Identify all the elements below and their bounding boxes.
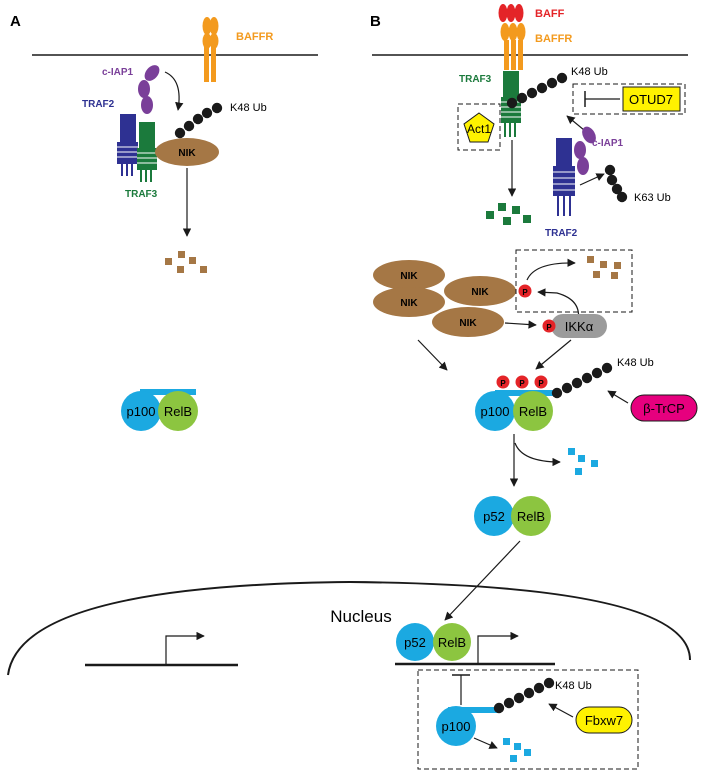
k48-ub-chain-b2	[551, 362, 613, 399]
nucleus-envelope	[7, 580, 691, 676]
nik-to-ikka-arrow	[504, 320, 537, 329]
k63-ub-chain	[604, 164, 628, 203]
traf2-label-b: TRAF2	[545, 228, 578, 239]
ikka-phospho-circle	[542, 319, 556, 333]
p100-nucleus	[436, 706, 498, 746]
k48-ub-label-b1: K48 Ub	[571, 66, 608, 78]
nik-phospho-label: P	[522, 288, 528, 297]
nik-a	[155, 138, 219, 166]
nik-degradation-fragments-a	[165, 251, 207, 273]
k48-ub-label-b2: K48 Ub	[617, 357, 654, 369]
p100-phospho-label-3: P	[538, 379, 544, 388]
nik-label-a: NIK	[178, 148, 196, 159]
traf3-label-b: TRAF3	[459, 74, 492, 85]
ciap1-b	[574, 126, 596, 175]
act1-pentagon	[463, 112, 495, 143]
p52-relb-complex-b	[474, 496, 551, 536]
ikka-to-p100-arrow	[535, 339, 572, 370]
nuclear-p100-dashed-box	[417, 669, 639, 770]
k48-ub-chain-b3	[493, 677, 555, 714]
fbxw7-box	[575, 706, 633, 734]
p100-relb-complex-a	[121, 389, 198, 431]
nuclear-translocation-arrow	[444, 540, 521, 621]
traf3-a	[137, 122, 157, 182]
traf2-label-a: TRAF2	[82, 99, 115, 110]
k48-ub-chain-a	[174, 102, 223, 139]
nik-degradation-dashed-box	[515, 249, 633, 313]
p100-relb-complex-b	[475, 390, 557, 431]
nik-cluster	[373, 260, 516, 337]
p100-label-b: p100	[481, 404, 510, 419]
traf2-b	[553, 138, 575, 216]
nik-phospho-circle	[518, 284, 532, 298]
ciap1-label-b: c-IAP1	[592, 138, 624, 149]
traf3-label-a: TRAF3	[125, 189, 158, 200]
relb-label-b: RelB	[519, 404, 547, 419]
baffr-receptor-a	[202, 17, 219, 82]
p100-degradation-arrow	[514, 442, 561, 467]
nik-label-b3: NIK	[471, 287, 489, 298]
otud7-label: OTUD7	[629, 92, 673, 107]
act1-dashed-box	[457, 103, 501, 151]
ciap1-k48-arrow-b	[566, 115, 585, 131]
traf2-a	[117, 114, 138, 176]
k48-ub-label-a: K48 Ub	[230, 102, 267, 114]
fbxw7-label: Fbxw7	[585, 713, 623, 728]
phospho-sites-p100	[496, 375, 548, 389]
nik-label-b1: NIK	[400, 271, 418, 282]
baff-label: BAFF	[535, 8, 565, 20]
relb-label-a: RelB	[164, 404, 192, 419]
ikka-label: IKKα	[565, 319, 594, 334]
nucleus-label: Nucleus	[330, 607, 391, 626]
nik-degradation-fragments-b	[587, 256, 621, 279]
baffr-label-a: BAFFR	[236, 31, 273, 43]
baffr-label-b: BAFFR	[535, 33, 572, 45]
nik-to-p100-arrow	[417, 339, 448, 371]
ciap1-a	[138, 65, 160, 114]
p100-nuclear-degradation-arrow	[473, 737, 498, 749]
ciap1-ubiquitination-arrow-a	[164, 71, 184, 111]
ikka-box	[551, 314, 607, 338]
nik-label-b4: NIK	[459, 318, 477, 329]
relb-label-b2: RelB	[517, 509, 545, 524]
p100-phospho-label-1: P	[500, 379, 506, 388]
k48-ub-chain-b1	[506, 72, 568, 109]
promoter-arrow-right	[477, 631, 519, 664]
ikka-phospho-label: P	[546, 323, 552, 332]
otud7-dashed-box	[572, 83, 686, 115]
ciap1-label-a: c-IAP1	[102, 67, 134, 78]
k63-ub-label: K63 Ub	[634, 192, 671, 204]
p52-relb-complex-nucleus	[396, 623, 471, 661]
traf3-degradation-fragments	[486, 203, 531, 225]
baff-ligand	[498, 4, 524, 22]
act1-label: Act1	[467, 122, 491, 136]
nik-degradation-arrow-b	[526, 258, 576, 281]
otud7-box	[622, 86, 681, 112]
p100-label-a: p100	[127, 404, 156, 419]
p100-phospho-label-2: P	[519, 379, 525, 388]
panel-b-label: B	[370, 13, 381, 30]
p52-label-b: p52	[483, 509, 505, 524]
k63-arrow	[579, 173, 605, 186]
fbxw7-arrow	[548, 703, 574, 718]
baffr-receptor-b	[500, 23, 526, 70]
p52-label-nucleus: p52	[404, 635, 426, 650]
btrcp-label: β-TrCP	[643, 401, 685, 416]
relb-label-nucleus: RelB	[438, 635, 466, 650]
promoter-arrow-left	[165, 631, 205, 665]
btrcp-arrow	[607, 390, 629, 404]
p100-degradation-fragments-nucleus	[503, 738, 531, 762]
p100-degradation-fragments-b	[568, 448, 598, 475]
btrcp-box	[630, 394, 698, 422]
panel-a-label: A	[10, 13, 21, 30]
p100-label-nucleus: p100	[442, 719, 471, 734]
k48-ub-label-b3: K48 Ub	[555, 680, 592, 692]
nik-label-b2: NIK	[400, 298, 418, 309]
